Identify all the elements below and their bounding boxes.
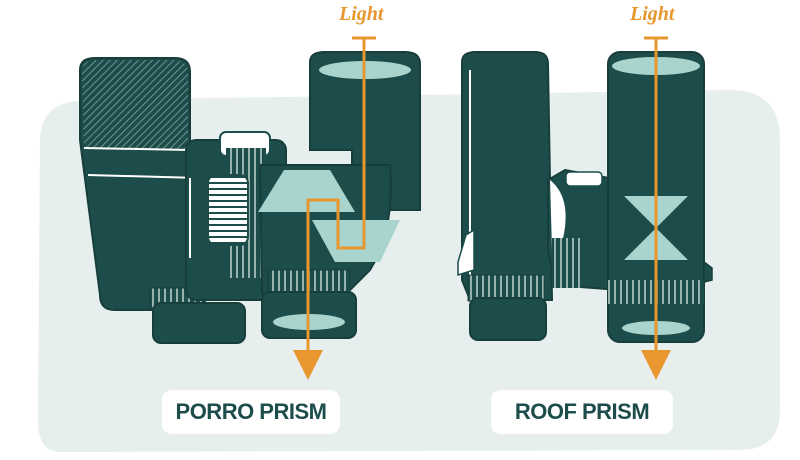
roof-binocular xyxy=(457,36,713,380)
porro-light-label: Light xyxy=(339,3,384,25)
porro-prism-label-text: PORRO PRISM xyxy=(175,399,327,424)
porro-binocular xyxy=(79,36,421,380)
porro-left-cap xyxy=(82,60,188,150)
porro-prism-lower xyxy=(312,220,400,262)
porro-prism-label: PORRO PRISM xyxy=(162,390,340,434)
porro-focus-wheel xyxy=(207,174,249,246)
roof-left-barrel xyxy=(461,51,554,301)
porro-light-path xyxy=(293,36,376,380)
roof-light-label: Light xyxy=(630,3,675,25)
roof-prism-label: ROOF PRISM xyxy=(491,390,673,434)
roof-left-eyepiece xyxy=(469,297,547,341)
roof-light-path xyxy=(641,36,671,380)
roof-prism-label-text: ROOF PRISM xyxy=(514,399,650,424)
porro-left-eyepiece xyxy=(152,302,246,344)
